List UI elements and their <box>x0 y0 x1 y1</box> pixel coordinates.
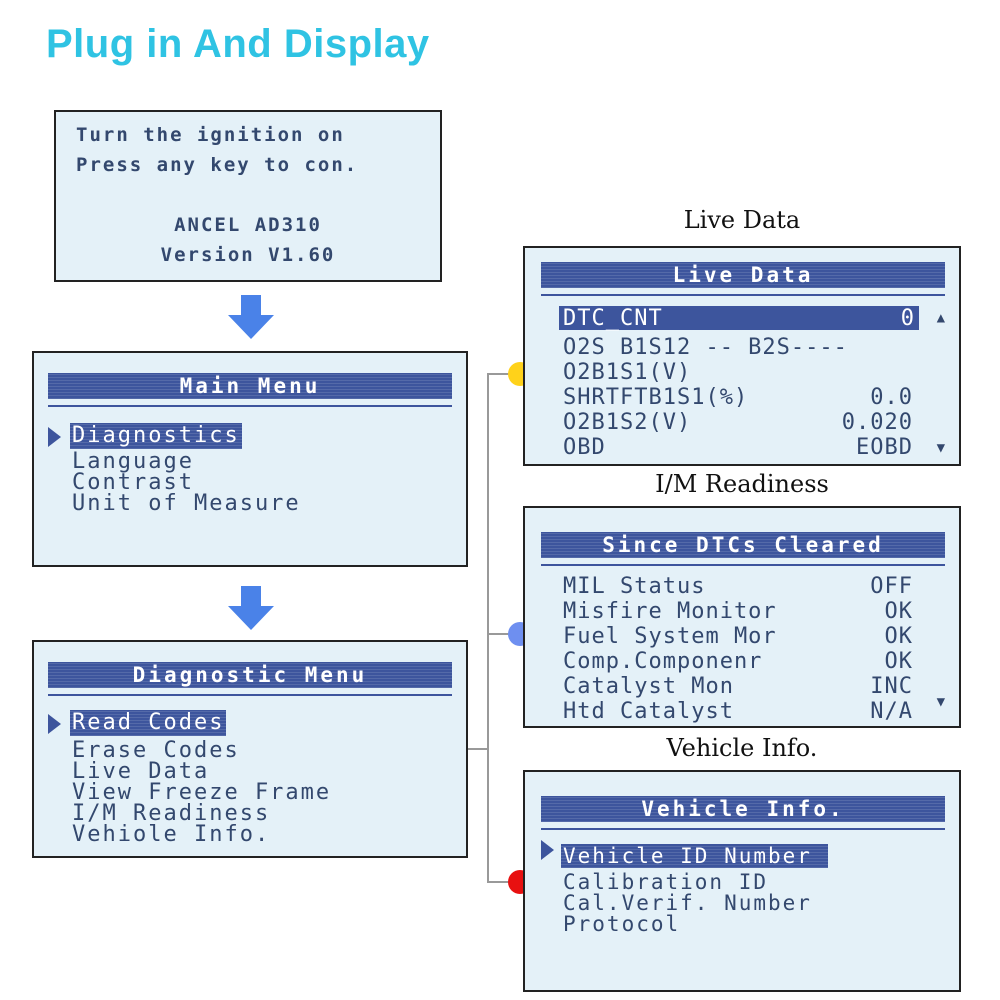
divider <box>541 294 945 296</box>
row-value: OK <box>884 649 913 674</box>
menu-item-language[interactable]: Language <box>72 449 194 474</box>
menu-item-protocol[interactable]: Protocol <box>563 912 681 936</box>
im-readiness-caption: I/M Readiness <box>655 470 829 498</box>
connector-line <box>487 633 523 635</box>
pointer-triangle-icon <box>541 840 554 860</box>
row-value: OK <box>884 624 913 649</box>
row-value: 0.020 <box>841 410 913 435</box>
connector-line <box>487 881 523 883</box>
menu-item-im-readiness[interactable]: I/M Readiness <box>72 801 271 826</box>
live-data-title: Live Data <box>541 262 945 288</box>
diagnostic-menu-title: Diagnostic Menu <box>48 662 452 688</box>
menu-item-read-codes[interactable]: Read Codes <box>70 710 227 736</box>
row-label: Catalyst Mon <box>563 674 734 699</box>
row-label: OBD <box>563 435 606 460</box>
live-data-caption: Live Data <box>683 206 801 234</box>
pointer-triangle-icon <box>48 427 61 447</box>
menu-item-vehicle-id-number[interactable]: Vehicle ID Number <box>561 844 828 868</box>
menu-item-diagnostics[interactable]: Diagnostics <box>70 423 242 449</box>
vehicle-info-caption: Vehicle Info. <box>666 734 818 762</box>
menu-item-erase-codes[interactable]: Erase Codes <box>72 738 240 763</box>
row-value: OK <box>884 599 913 624</box>
divider <box>541 564 945 566</box>
row-value: N/A <box>870 699 913 724</box>
pointer-triangle-icon <box>48 714 61 734</box>
row-label: SHRTFTB1S1(%) <box>563 385 749 410</box>
row-label: O2B1S1(V) <box>563 360 692 385</box>
connector-line <box>487 373 489 883</box>
menu-item-view-freeze-frame[interactable]: View Freeze Frame <box>72 780 332 805</box>
arrow-down-small-icon[interactable]: ▼ <box>936 440 945 456</box>
row-label: Fuel System Mor <box>563 624 777 649</box>
startup-line-2: Press any key to con. <box>76 154 359 176</box>
live-data-selected-row-bg <box>559 306 919 330</box>
menu-item-vehicle-info[interactable]: Vehiole Info. <box>72 822 271 847</box>
startup-screen: Turn the ignition on Press any key to co… <box>54 110 442 282</box>
vehicle-info-title: Vehicle Info. <box>541 796 945 822</box>
diagnostic-menu-screen: Diagnostic Menu Read Codes Erase Codes L… <box>32 640 468 858</box>
divider <box>541 828 945 830</box>
device-model: ANCEL AD310 <box>174 214 322 236</box>
arrow-down-icon <box>228 295 274 339</box>
arrow-up-icon[interactable]: ▲ <box>936 310 945 326</box>
row-value: EOBD <box>856 435 913 460</box>
main-menu-title: Main Menu <box>48 373 452 399</box>
main-menu-screen: Main Menu Diagnostics Language Contrast … <box>32 351 468 567</box>
row-label: Htd Catalyst <box>563 699 734 724</box>
row-label: O2B1S2(V) <box>563 410 692 435</box>
page-heading: Plug in And Display <box>46 22 430 66</box>
menu-item-live-data[interactable]: Live Data <box>72 759 210 784</box>
menu-item-unit-of-measure[interactable]: Unit of Measure <box>72 491 301 516</box>
row-value: INC <box>870 674 913 699</box>
arrow-down-icon <box>228 586 274 630</box>
divider <box>48 694 452 696</box>
divider <box>48 405 452 407</box>
row-label: O2S B1S12 -- B2S---- <box>563 335 848 360</box>
im-readiness-title: Since DTCs Cleared <box>541 532 945 558</box>
row-label: Comp.Componenr <box>563 649 763 674</box>
row-value: OFF <box>870 574 913 599</box>
menu-item-calibration-id[interactable]: Calibration ID <box>563 870 769 894</box>
firmware-version: Version V1.60 <box>160 244 336 266</box>
vehicle-info-screen: Vehicle Info. Vehicle ID Number Calibrat… <box>523 770 961 992</box>
connector-line <box>487 373 523 375</box>
arrow-down-small-icon[interactable]: ▼ <box>936 694 945 710</box>
row-label: MIL Status <box>563 574 706 599</box>
row-label: DTC_CNT <box>563 306 663 331</box>
row-label: Misfire Monitor <box>563 599 777 624</box>
startup-line-1: Turn the ignition on <box>76 124 345 146</box>
row-value: 0.0 <box>870 385 913 410</box>
menu-item-contrast[interactable]: Contrast <box>72 470 194 495</box>
menu-item-cal-verif-number[interactable]: Cal.Verif. Number <box>563 891 812 915</box>
row-value: 0 <box>900 306 915 331</box>
connector-line <box>468 748 488 750</box>
im-readiness-screen: Since DTCs Cleared MIL Status OFF Misfire… <box>523 506 961 728</box>
